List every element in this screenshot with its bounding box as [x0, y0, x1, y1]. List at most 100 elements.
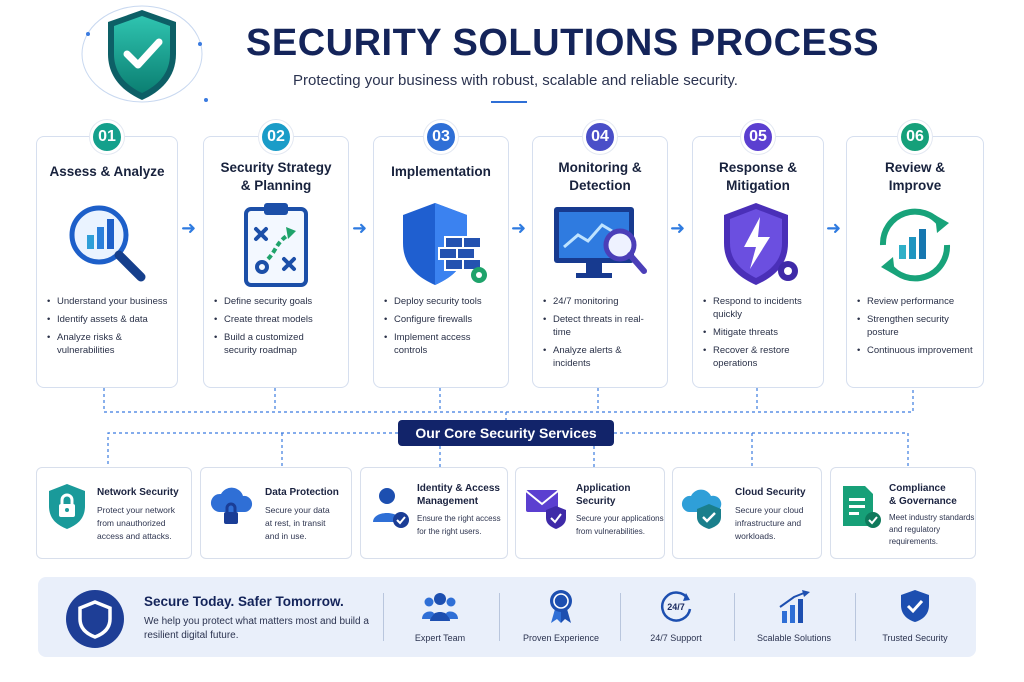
feature-scalable-solutions: Scalable Solutions — [739, 589, 849, 647]
page-title: SECURITY SOLUTIONS PROCESS — [246, 22, 880, 64]
step-bullet: Configure firewalls — [384, 313, 502, 326]
dashed-connector-lines — [103, 388, 914, 468]
step-number-badge: 04 — [583, 120, 617, 154]
service-description: Secure your data at rest, in transit and… — [265, 505, 330, 541]
step-title: Response & Mitigation — [699, 159, 817, 195]
arrow-right-icon: ➜ — [181, 218, 197, 238]
step-title: Review & Improve — [853, 159, 977, 195]
feature-label: Trusted Security — [882, 633, 948, 643]
footer-banner: Secure Today. Safer Tomorrow. We help yo… — [38, 577, 976, 657]
step-bullet: Understand your business — [47, 295, 171, 308]
service-name: Network Security — [97, 487, 179, 498]
step-title-line: Review & — [884, 160, 946, 175]
step-title: Monitoring & Detection — [539, 159, 661, 195]
shield-firewall-icon — [403, 203, 487, 285]
step-card-monitoring: 04 Monitoring & Detection 24/7 monitorin… — [532, 120, 668, 388]
step-bullet: Detect threats in real-time — [543, 313, 661, 339]
step-bullet: 24/7 monitoring — [543, 295, 661, 308]
footer-divider — [620, 593, 621, 641]
step-number-badge: 03 — [424, 120, 458, 154]
step-bullet: Define security goals — [214, 295, 342, 308]
trusted-shield-icon — [901, 590, 929, 622]
service-card-compliance: Compliance & Governance Meet industry st… — [830, 467, 976, 559]
network-lock-icon — [49, 484, 85, 529]
core-services-label: Our Core Security Services — [398, 420, 614, 446]
footer-divider — [855, 593, 856, 641]
svg-text:24/7: 24/7 — [667, 602, 685, 612]
step-bullet: Mitigate threats — [703, 326, 817, 339]
footer-divider — [734, 593, 735, 641]
step-title-line: Improve — [888, 178, 942, 193]
service-name: Application Security — [576, 483, 631, 507]
step-number-badge: 06 — [898, 120, 932, 154]
step-bullet: Continuous improvement — [857, 344, 977, 357]
step-bullet: Implement access controls — [384, 331, 502, 357]
service-name: Identity & Access Management — [417, 483, 500, 507]
feature-label: 24/7 Support — [650, 633, 702, 643]
service-description: Ensure the right access for the right us… — [417, 514, 501, 536]
step-card-assess: 01 Assess & Analyze Understand your busi… — [36, 120, 178, 388]
feature-label: Scalable Solutions — [756, 633, 832, 643]
step-title-line: Mitigation — [726, 178, 790, 193]
service-name: Data Protection — [265, 487, 339, 498]
footer-title: Secure Today. Safer Tomorrow. — [144, 594, 344, 609]
step-bullet: Build a customized security roadmap — [214, 331, 342, 357]
footer-shield-icon — [66, 590, 124, 648]
feature-proven-experience: Proven Experience — [506, 589, 616, 647]
feature-trusted-security: Trusted Security — [860, 589, 970, 647]
lightning-shield-icon — [724, 203, 798, 285]
service-card-cloud-security: Cloud Security Secure your cloud infrast… — [672, 467, 822, 559]
step-card-response: 05 Response & Mitigation Respond to inci… — [692, 120, 824, 388]
subtitle-divider — [491, 101, 527, 103]
cloud-shield-icon — [681, 489, 722, 529]
step-title-line: Response & — [718, 160, 798, 175]
step-bullet: Analyze alerts & incidents — [543, 344, 661, 370]
step-title-line: Security Strategy — [220, 160, 332, 175]
step-title: Assess & Analyze — [43, 163, 171, 181]
service-description: Secure your applications from vulnerabil… — [576, 514, 664, 536]
mail-shield-icon — [525, 490, 566, 529]
cloud-lock-icon — [210, 487, 253, 524]
user-check-icon — [373, 488, 409, 528]
feature-label: Proven Experience — [522, 633, 600, 643]
bar-growth-icon — [779, 590, 810, 623]
page-subtitle: Protecting your business with robust, sc… — [293, 72, 738, 89]
step-title-line: Assess & Analyze — [49, 164, 165, 179]
step-number-badge: 02 — [259, 120, 293, 154]
step-bullet: Create threat models — [214, 313, 342, 326]
step-number-badge: 05 — [741, 120, 775, 154]
award-ribbon-icon — [550, 590, 572, 623]
step-title-line: Implementation — [391, 164, 491, 179]
arrow-right-icon: ➜ — [352, 218, 368, 238]
strategy-clipboard-icon — [244, 203, 308, 287]
service-description: Meet industry standards and regulatory r… — [889, 513, 975, 546]
step-card-strategy: 02 Security Strategy & Planning Define s… — [203, 120, 349, 388]
service-description: Protect your network from unauthorized a… — [97, 505, 175, 541]
clock-247-icon: 24/7 — [661, 591, 692, 622]
service-name: Compliance & Governance — [889, 483, 957, 507]
footer-text: We help you protect what matters most an… — [144, 616, 369, 641]
monitor-magnifier-icon — [554, 207, 647, 278]
feature-247-support: 24/7 24/7 Support — [621, 589, 731, 647]
service-name: Cloud Security — [735, 487, 806, 498]
document-check-icon — [843, 486, 881, 528]
service-card-network-security: Network Security Protect your network fr… — [36, 467, 192, 559]
arrow-right-icon: ➜ — [826, 218, 842, 238]
step-card-review: 06 Review & Improve Review performance S… — [846, 120, 984, 388]
step-bullet: Identify assets & data — [47, 313, 171, 326]
footer-divider — [383, 593, 384, 641]
magnifier-chart-icon — [69, 205, 146, 282]
service-card-identity-access: Identity & Access Management Ensure the … — [360, 467, 508, 559]
step-title-line: Detection — [569, 178, 631, 193]
hero-shield-check-icon — [81, 5, 208, 103]
step-bullet: Recover & restore operations — [703, 344, 817, 370]
step-title: Implementation — [380, 163, 502, 181]
arrow-right-icon: ➜ — [511, 218, 527, 238]
step-title-line: & Planning — [240, 178, 312, 193]
step-bullet: Respond to incidents quickly — [703, 295, 817, 321]
step-title-line: Monitoring & — [558, 160, 642, 175]
feature-label: Expert Team — [414, 633, 466, 643]
step-title: Security Strategy & Planning — [210, 159, 342, 195]
cycle-growth-icon — [879, 208, 951, 282]
step-bullet: Strengthen security posture — [857, 313, 977, 339]
